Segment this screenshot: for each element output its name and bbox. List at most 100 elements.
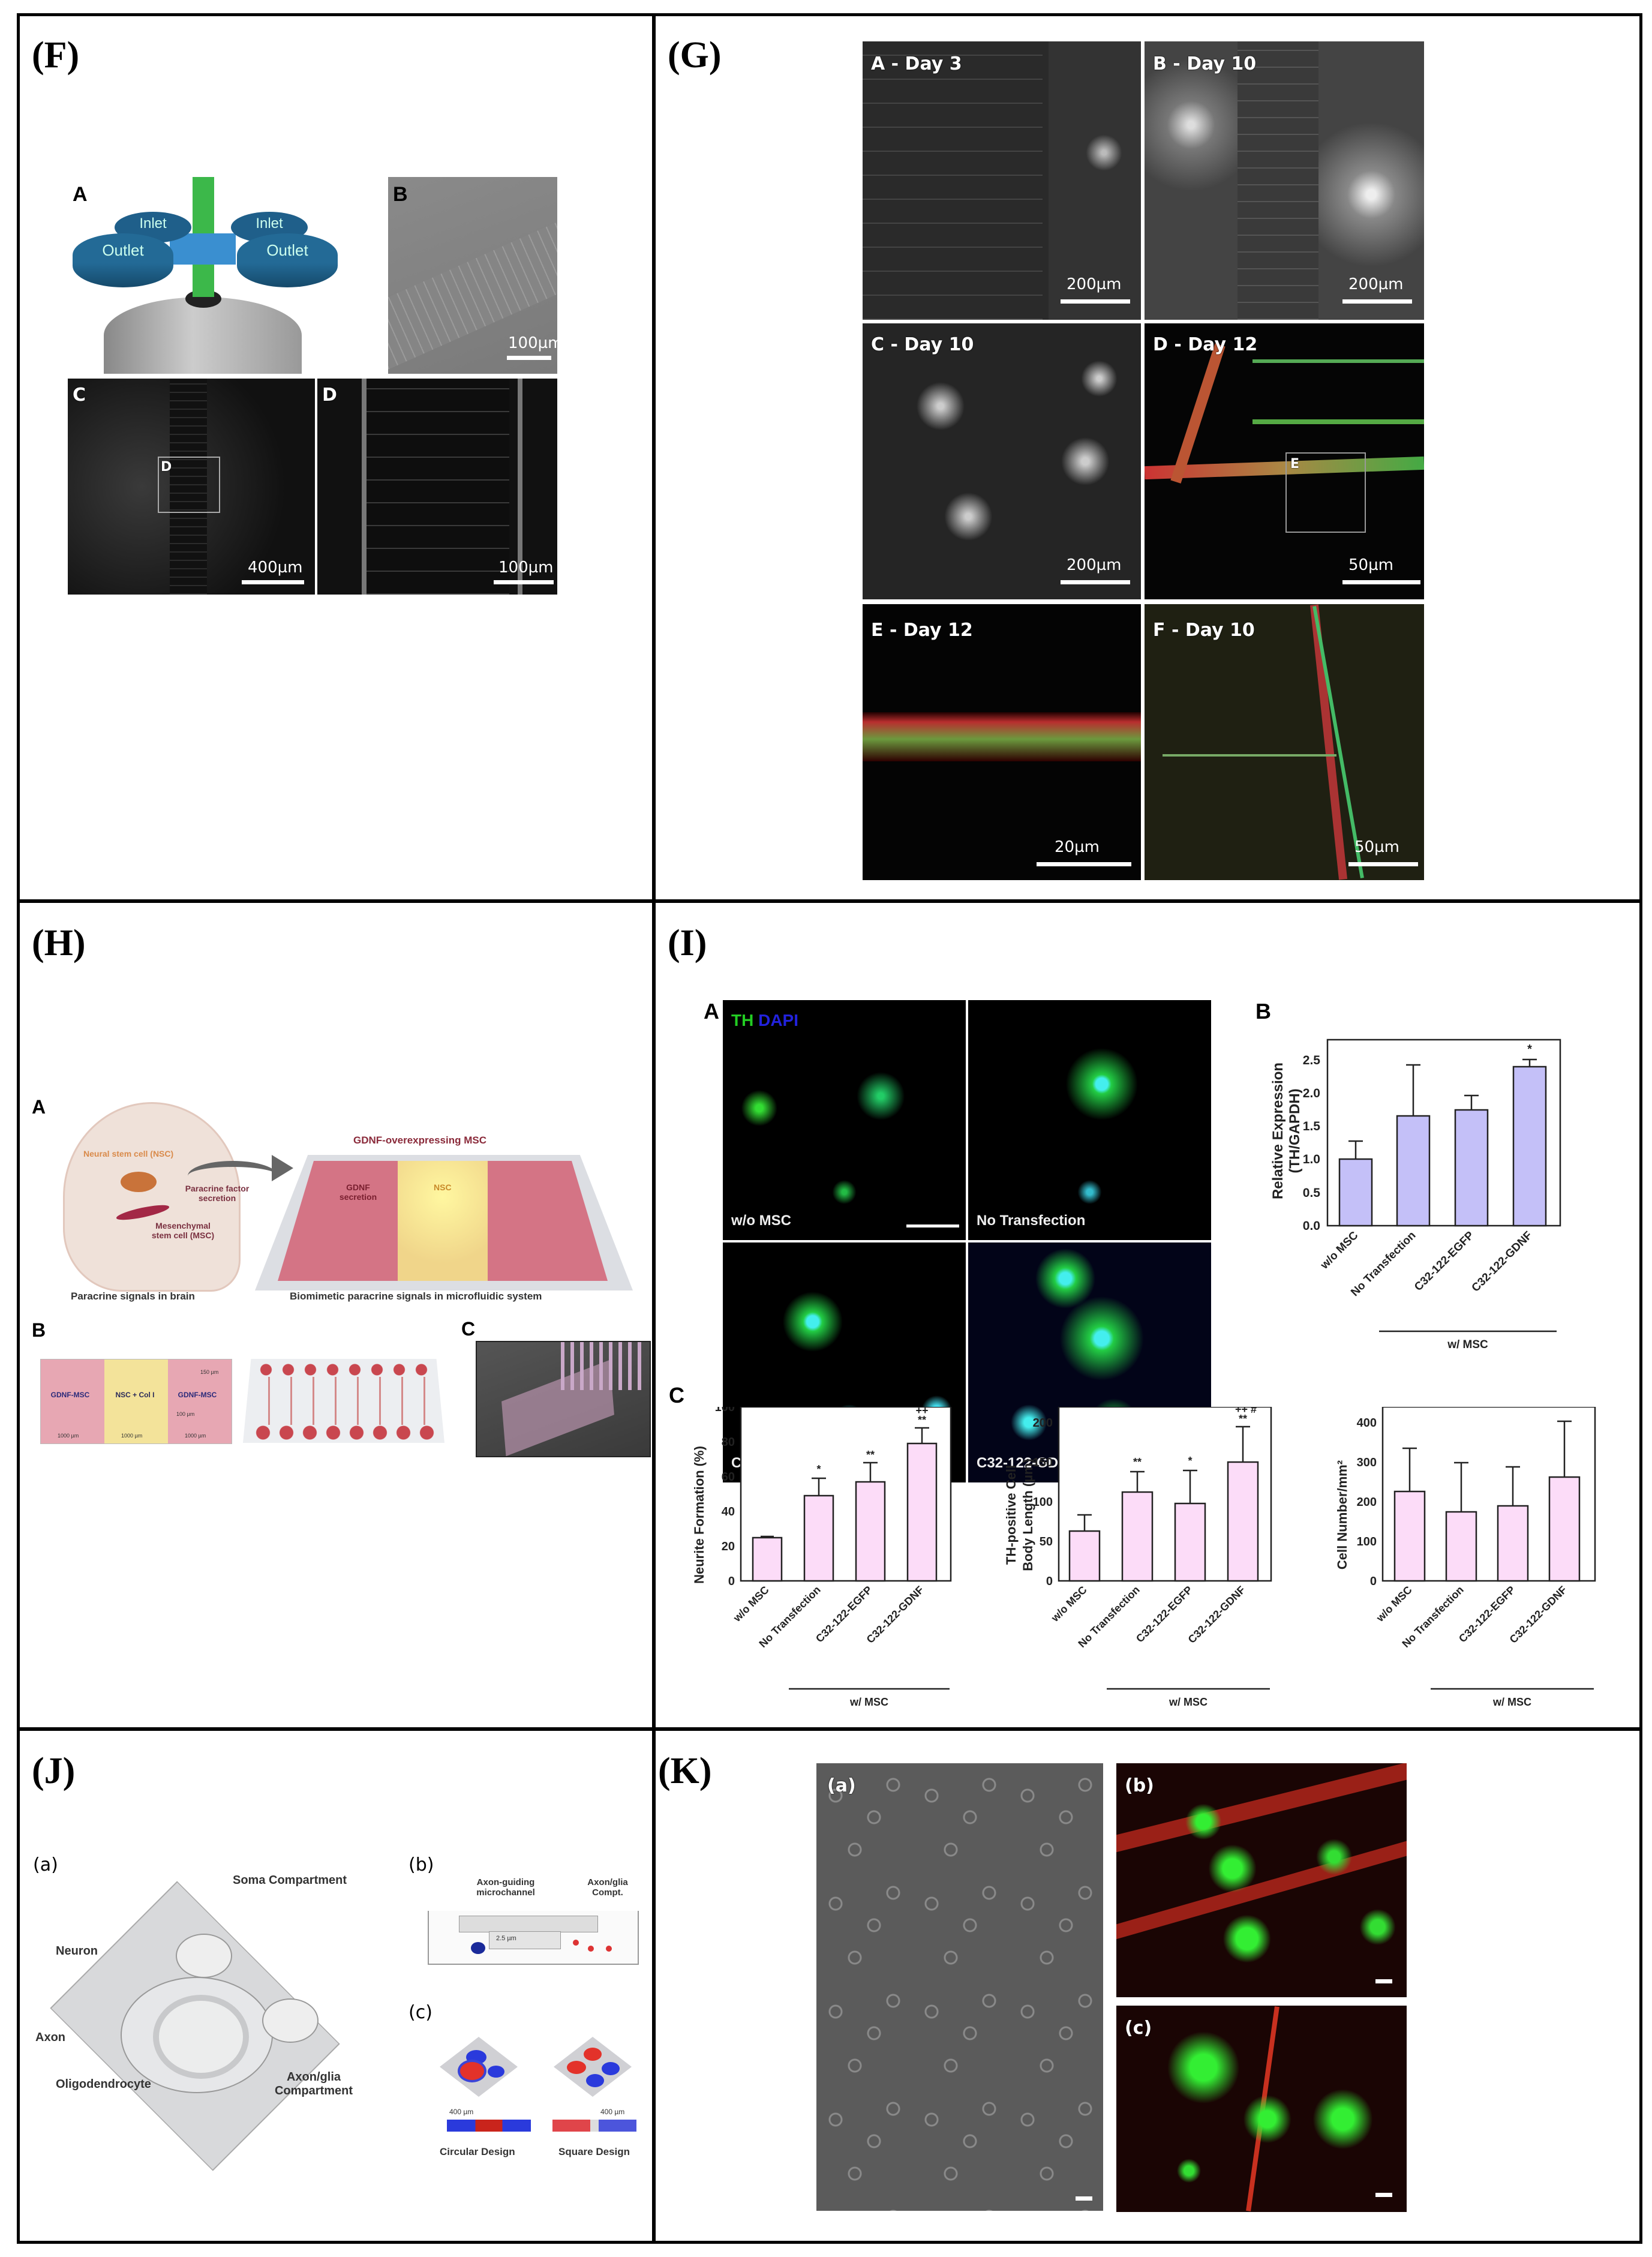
k-c-fluorescence: (c) [1116, 2006, 1407, 2212]
panel-g-label: (G) [668, 35, 722, 76]
svg-text:400: 400 [1357, 1416, 1377, 1430]
svg-text:w/o MSC: w/o MSC [1049, 1584, 1089, 1625]
i-b-label: B [1255, 999, 1271, 1024]
panel-j-label: (J) [32, 1751, 76, 1791]
svg-text:w/o MSC: w/o MSC [1318, 1229, 1361, 1272]
square-cross-section [552, 2120, 636, 2132]
f-b-label: B [393, 183, 408, 206]
scale-bar [1342, 299, 1412, 304]
svg-text:150: 150 [1033, 1456, 1053, 1469]
svg-text:Neurite Formation (%): Neurite Formation (%) [692, 1446, 707, 1584]
svg-text:w/ MSC: w/ MSC [1447, 1338, 1488, 1351]
scale-bar [1348, 862, 1418, 866]
panel-i: (I) A TH DAPI w/o MSC No Transfection C3… [653, 900, 1642, 1730]
svg-text:C32-122-GDNF: C32-122-GDNF [1470, 1229, 1535, 1295]
svg-text:w/ MSC: w/ MSC [849, 1696, 888, 1708]
svg-text:**: ** [1133, 1456, 1142, 1468]
svg-text:C32-122-EGFP: C32-122-EGFP [1412, 1229, 1477, 1293]
svg-text:*: * [816, 1463, 821, 1475]
svg-text:100: 100 [1033, 1496, 1053, 1509]
outlet-left: Outlet [73, 233, 173, 287]
scale-bar [1061, 580, 1130, 584]
svg-text:0: 0 [1370, 1575, 1377, 1588]
j-a-label: (a) [33, 1854, 58, 1875]
soma-well [153, 1995, 249, 2079]
panel-f: (F) A Inlet Inlet Outlet Outlet B 100µm … [17, 13, 655, 902]
y-axis-label: Relative Expression(TH/GAPDH) [1270, 1063, 1303, 1199]
svg-text:40: 40 [722, 1505, 735, 1518]
svg-text:*: * [1188, 1455, 1192, 1467]
svg-text:0: 0 [1046, 1575, 1053, 1588]
panel-j: (J) (a) Soma Compartment Neuron Axon Oli… [17, 1728, 655, 2244]
scale-bar [1375, 1979, 1392, 1983]
scale-bar [1342, 580, 1420, 584]
svg-text:C32-122-GDNF: C32-122-GDNF [1186, 1584, 1248, 1646]
h-a-label: A [32, 1096, 46, 1118]
svg-text:80: 80 [722, 1436, 735, 1449]
svg-text:100: 100 [1357, 1535, 1377, 1548]
scale-bar [1375, 2193, 1392, 2197]
scale-bar [906, 1224, 959, 1227]
svg-text:100: 100 [715, 1407, 735, 1414]
i-a-tile-no-transfection: No Transfection [968, 1000, 1211, 1240]
svg-text:w/o MSC: w/o MSC [731, 1584, 771, 1625]
objective-icon [104, 297, 302, 374]
svg-text:w/ MSC: w/ MSC [1169, 1696, 1208, 1708]
svg-text:200: 200 [1357, 1496, 1377, 1509]
h-c-label: C [461, 1318, 476, 1340]
svg-text:20: 20 [722, 1540, 735, 1553]
svg-text:**: ** [918, 1414, 926, 1426]
microchannel-cross-section: 2.5 µm [428, 1911, 639, 1965]
g-e-micrograph: E - Day 12 20µm [863, 604, 1141, 880]
svg-text:0.5: 0.5 [1303, 1186, 1321, 1200]
nsc-cluster-icon [121, 1172, 157, 1192]
panel-h-label: (H) [32, 923, 86, 964]
g-d-micrograph: D - Day 12 E 50µm [1145, 323, 1424, 599]
scale-bar [1037, 862, 1131, 866]
svg-text:++: ++ [915, 1407, 928, 1416]
j-c-label: (c) [409, 2002, 432, 2023]
brain-illustration [63, 1102, 241, 1292]
scale-bar [1076, 2196, 1092, 2201]
scale-bar [494, 580, 554, 584]
g-b-micrograph: B - Day 10 200µm [1145, 41, 1424, 320]
i-c-label: C [669, 1383, 684, 1407]
j-b-label: (b) [409, 1854, 434, 1875]
i-a-label: A [704, 999, 719, 1024]
circular-cross-section [447, 2120, 531, 2132]
channel-layout-diagram: GDNF-MSC NSC + Col I GDNF-MSC 150 µm 100… [40, 1359, 232, 1444]
panel-k: (K) (a) (b) (c) [653, 1728, 1642, 2244]
chart-relative-expression: Relative Expression(TH/GAPDH) 0.0 0.5 1.0 1… [1270, 1039, 1561, 1351]
panel-i-label: (I) [668, 923, 707, 964]
svg-text:2.0: 2.0 [1303, 1087, 1320, 1100]
f-b-sem-image: B 100µm [388, 177, 557, 374]
svg-text:50: 50 [1040, 1535, 1053, 1548]
scale-bar [1061, 299, 1130, 304]
chip-array-diagram [243, 1359, 444, 1443]
inset-box [1285, 452, 1366, 533]
g-c-micrograph: C - Day 10 200µm [863, 323, 1141, 599]
inset-box [158, 457, 220, 513]
svg-text:1.0: 1.0 [1303, 1152, 1320, 1166]
g-a-micrograph: A - Day 3 200µm [863, 41, 1141, 320]
panel-f-label: (F) [32, 35, 80, 76]
svg-text:2.5: 2.5 [1303, 1054, 1321, 1067]
svg-text:0.0: 0.0 [1303, 1219, 1320, 1233]
caption-microfluidic: Biomimetic paracrine signals in microflu… [290, 1290, 542, 1302]
h-b-label: B [32, 1319, 46, 1341]
panel-h: (H) A Neural stem cell (NSC) Paracrine f… [17, 900, 655, 1730]
square-design-icon [554, 2037, 632, 2097]
svg-text:++ #: ++ # [1235, 1407, 1257, 1415]
caption-brain: Paracrine signals in brain [71, 1290, 195, 1302]
f-d-micrograph: D 100µm [317, 379, 557, 595]
svg-text:*: * [1527, 1043, 1532, 1056]
svg-text:Cell Number/mm²: Cell Number/mm² [1335, 1460, 1350, 1569]
svg-text:1.5: 1.5 [1303, 1120, 1321, 1133]
scale-bar [507, 356, 551, 360]
i-a-tile-wo-msc: TH DAPI w/o MSC [723, 1000, 966, 1240]
circular-design-icon [440, 2037, 518, 2097]
f-c-micrograph: C D 400µm [68, 379, 315, 595]
